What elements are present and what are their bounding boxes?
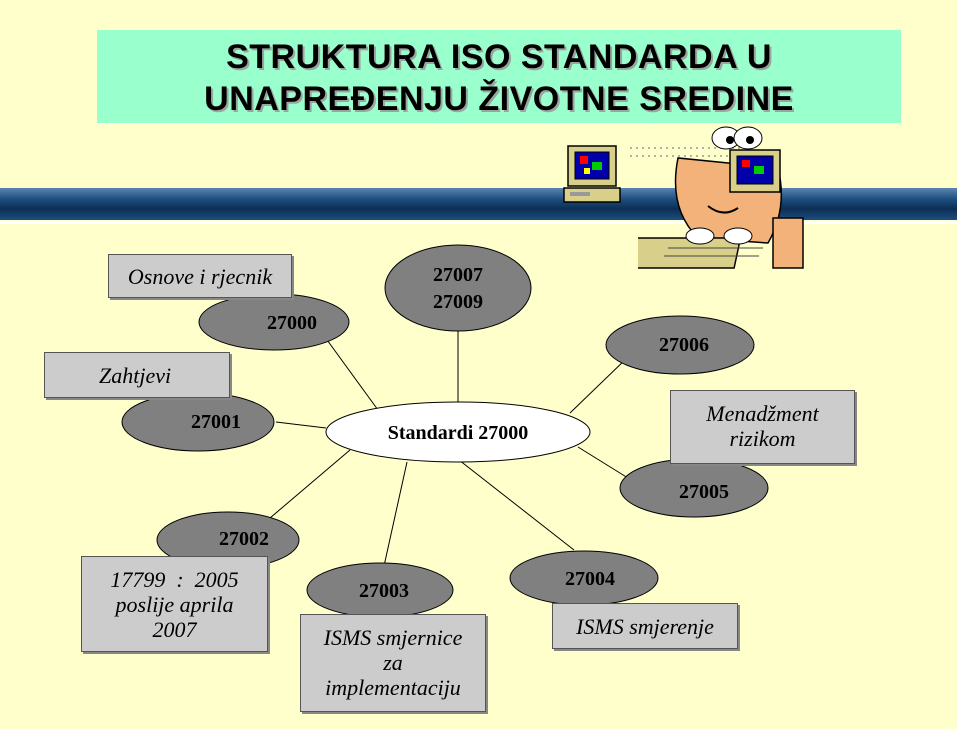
node-27002-label: 27002	[219, 528, 269, 550]
node-27007-27009	[384, 244, 532, 332]
desc-27001-text: Zahtjevi	[99, 363, 172, 388]
connector-27002	[269, 449, 351, 519]
center-label: Standardi 27000	[388, 422, 529, 444]
desc-27005-line2: rizikom	[729, 426, 796, 451]
center-node	[325, 401, 591, 463]
computer-character-icon	[638, 126, 804, 269]
title-line-1: STRUKTURA ISO STANDARDA U	[226, 38, 772, 76]
desc-27005-line1: Menadžment	[706, 401, 819, 426]
node-27006	[605, 315, 755, 375]
title-box: STRUKTURA ISO STANDARDA U UNAPREĐENJU ŽI…	[97, 30, 901, 123]
computer-icon	[563, 145, 621, 203]
connector-27003	[383, 461, 408, 567]
connector-27000	[321, 332, 379, 411]
desc-27002-line2: poslije aprila	[115, 592, 234, 617]
node-27005-label: 27005	[679, 481, 729, 503]
desc-27003-line1: ISMS smjernice	[323, 625, 463, 650]
desc-27003-line3: implementaciju	[325, 675, 461, 700]
desc-27003: ISMS smjernice za implementaciju	[300, 614, 486, 712]
node-27000-label: 27000	[267, 312, 317, 334]
desc-27002: 17799 : 2005 poslije aprila 2007	[81, 556, 268, 652]
desc-27002-line3: 2007	[152, 617, 197, 642]
node-27009-label: 27009	[433, 291, 483, 313]
desc-27002-line1: 17799 : 2005	[110, 567, 239, 592]
desc-27000-text: Osnove i rjecnik	[127, 264, 273, 289]
node-27007-label: 27007	[433, 264, 483, 286]
node-27001-label: 27001	[191, 411, 241, 433]
connector-27004	[458, 459, 575, 551]
desc-27005: Menadžment rizikom	[670, 390, 855, 464]
desc-27001: Zahtjevi	[44, 352, 230, 398]
node-27006-label: 27006	[659, 334, 709, 356]
title-line-2: UNAPREĐENJU ŽIVOTNE SREDINE	[204, 80, 794, 118]
node-27003-label: 27003	[359, 580, 409, 602]
connector-27006	[569, 356, 629, 414]
connector-27005	[577, 446, 629, 479]
node-27004-label: 27004	[565, 568, 615, 590]
desc-27000: Osnove i rjecnik	[108, 254, 292, 298]
decorative-band	[0, 188, 957, 220]
desc-27004-text: ISMS smjerenje	[576, 614, 714, 639]
connector-27001	[275, 421, 327, 429]
desc-27003-line2: za	[383, 650, 403, 675]
band-divider	[0, 221, 957, 224]
desc-27004: ISMS smjerenje	[552, 603, 738, 649]
